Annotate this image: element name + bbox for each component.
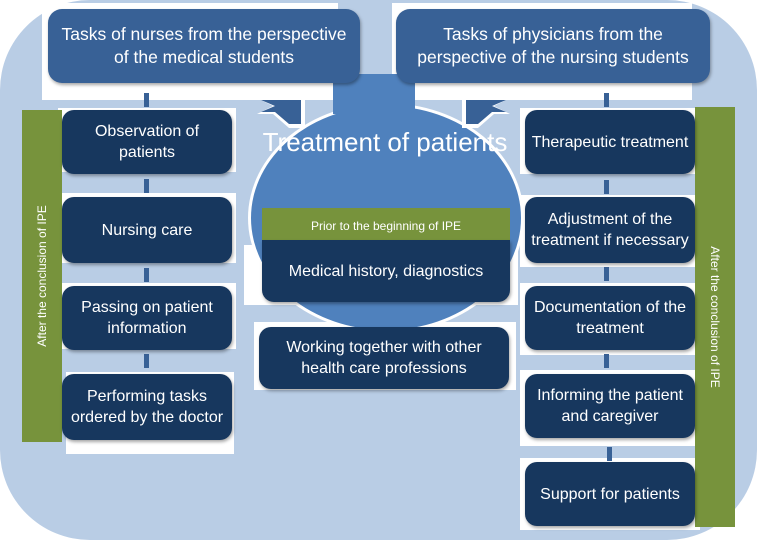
left-arrow-icon <box>257 98 305 128</box>
right-item-support: Support for patients <box>525 462 695 526</box>
connector <box>604 180 609 194</box>
left-phase-bar <box>22 110 62 442</box>
left-header-box: Tasks of nurses from the perspective of … <box>48 9 360 83</box>
center-phase-label: Prior to the beginning of IPE <box>262 208 510 244</box>
left-item-nursing-care: Nursing care <box>62 197 232 263</box>
connector <box>604 354 609 368</box>
connector <box>604 267 609 281</box>
connector <box>144 93 149 107</box>
left-item-passing-info: Passing on patient information <box>62 286 232 350</box>
right-item-documentation: Documentation of the treatment <box>525 286 695 350</box>
connector <box>144 268 149 282</box>
center-item-medical-history: Medical history, diagnostics <box>262 240 510 302</box>
right-phase-label: After the conclusion of IPE <box>708 246 722 388</box>
connector <box>144 179 149 193</box>
right-header-box: Tasks of physicians from the perspective… <box>396 9 710 83</box>
right-item-adjustment: Adjustment of the treatment if necessary <box>525 197 695 263</box>
right-item-therapeutic: Therapeutic treatment <box>525 110 695 174</box>
left-item-observation: Observation of patients <box>62 110 232 174</box>
right-phase-bar <box>695 107 735 527</box>
right-arrow-icon <box>462 98 510 128</box>
right-item-informing: Informing the patient and caregiver <box>525 374 695 438</box>
center-title: Treatment of patients <box>262 127 508 157</box>
center-item-working-together: Working together with other health care … <box>259 327 509 389</box>
connector <box>607 447 612 461</box>
left-item-performing-tasks: Performing tasks ordered by the doctor <box>62 374 232 440</box>
connector <box>144 354 149 368</box>
left-phase-label: After the conclusion of IPE <box>35 205 49 347</box>
connector <box>604 93 609 107</box>
